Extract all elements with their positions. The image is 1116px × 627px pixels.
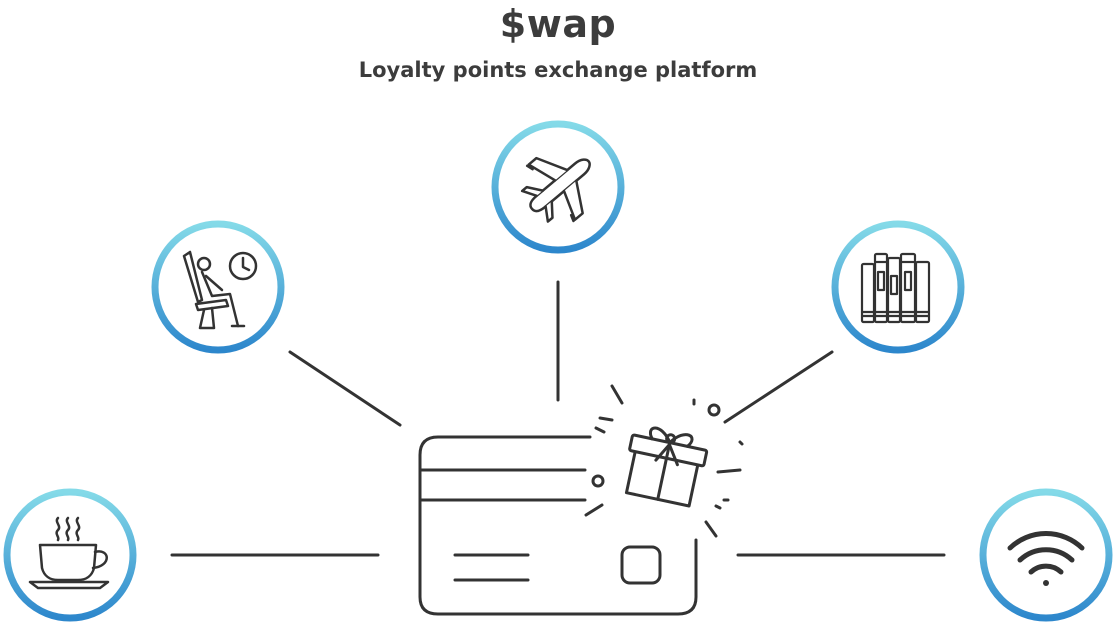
page-subtitle: Loyalty points exchange platform xyxy=(358,58,758,82)
credit-card-with-gift-icon xyxy=(418,384,744,616)
node-airplane xyxy=(491,120,625,254)
page-title: $wap xyxy=(499,2,617,46)
node-wifi xyxy=(979,488,1113,622)
node-library xyxy=(831,220,965,354)
gift-box-icon xyxy=(624,426,709,508)
connector-lounge xyxy=(288,350,402,427)
airplane-icon xyxy=(520,156,591,223)
connector-library xyxy=(723,350,834,424)
lounge-seat-clock-icon xyxy=(182,250,258,330)
node-coffee xyxy=(3,488,137,622)
sparkle-decorations xyxy=(584,384,744,538)
library-books-icon xyxy=(860,252,931,324)
credit-card-icon xyxy=(418,435,698,616)
node-lounge xyxy=(151,220,285,354)
wifi-icon xyxy=(1007,531,1085,586)
coffee-cup-icon xyxy=(28,516,110,590)
